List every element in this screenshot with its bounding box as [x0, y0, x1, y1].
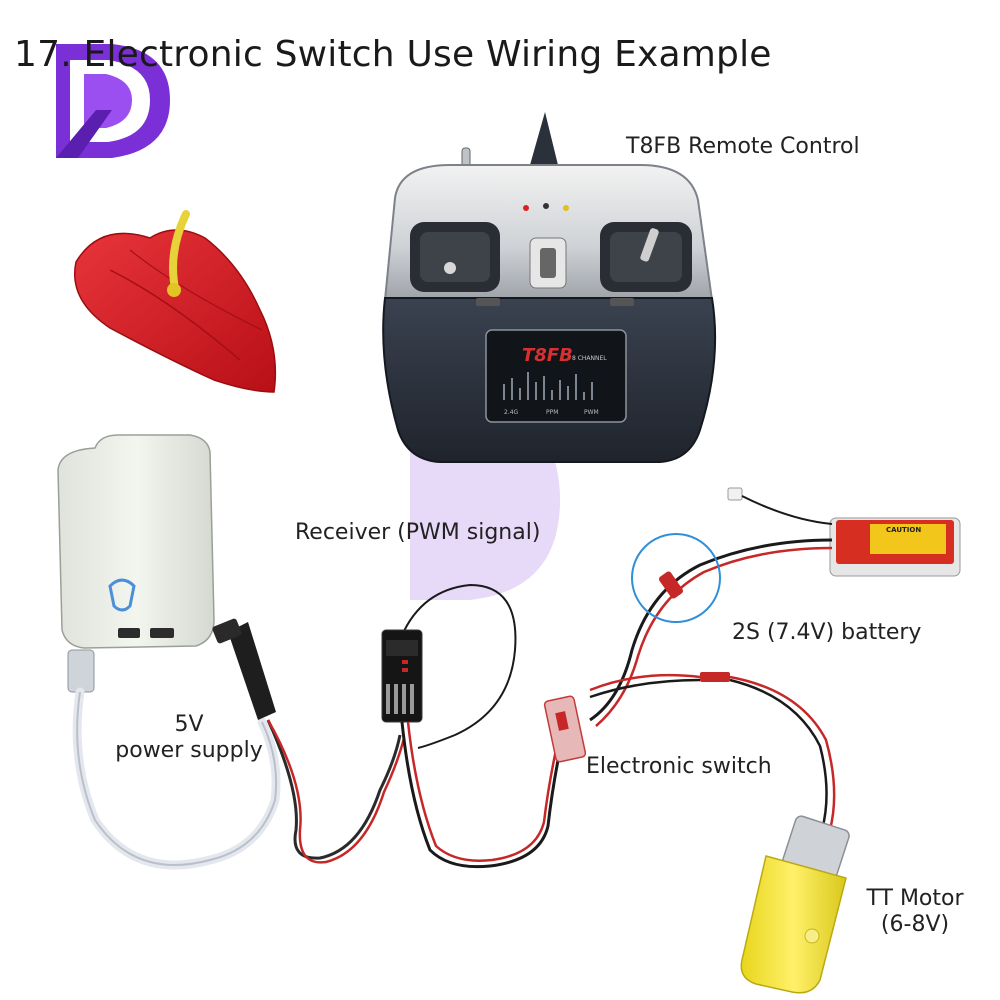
battery-wire-red	[595, 546, 833, 727]
label-power-supply: 5V power supply	[106, 712, 272, 764]
signal-wire-red	[406, 721, 558, 862]
label-receiver: Receiver (PWM signal)	[295, 520, 541, 545]
label-tt-motor: TT Motor (6-8V)	[846, 886, 984, 938]
wire-5v-black	[266, 719, 402, 860]
switch-out-red	[589, 673, 701, 692]
label-remote-control: T8FB Remote Control	[626, 134, 860, 159]
battery-connector	[658, 571, 684, 599]
motor-connector	[700, 672, 730, 682]
label-power-line1: 5V	[174, 712, 204, 737]
flower-image	[74, 210, 277, 393]
remote-mode-1: 2.4G	[504, 409, 519, 416]
electronic-switch-image	[543, 695, 587, 763]
connector-highlight-ring	[631, 533, 721, 623]
page-title: 17. Electronic Switch Use Wiring Example	[14, 34, 772, 75]
receiver-image	[381, 629, 423, 723]
switch-out-black	[589, 678, 701, 699]
motor-wire-black	[729, 678, 828, 831]
motor-wire-red	[729, 675, 836, 831]
receiver-antenna	[399, 583, 517, 749]
usb-cable	[67, 649, 281, 870]
wire-5v-red	[266, 719, 406, 864]
signal-wire-black	[400, 721, 562, 869]
power-plug	[212, 618, 276, 720]
remote-screen-channel: 8 CHANNEL	[572, 355, 607, 362]
label-motor-line2: (6-8V)	[880, 912, 950, 937]
label-motor-line1: TT Motor	[866, 886, 964, 911]
tt-motor-image	[740, 815, 850, 994]
remote-mode-2: PPM	[546, 409, 558, 416]
brand-logo	[56, 44, 170, 158]
remote-mode-3: PWM	[584, 409, 599, 416]
label-power-line2: power supply	[115, 738, 263, 763]
label-electronic-switch: Electronic switch	[586, 754, 772, 779]
remote-control-image: T8FB 8 CHANNEL 2.4G PPM PWM	[382, 112, 717, 463]
battery-image: CAUTION	[727, 487, 961, 577]
power-bank-image	[57, 434, 215, 649]
label-battery: 2S (7.4V) battery	[732, 620, 922, 645]
balance-lead	[741, 495, 833, 525]
battery-caution: CAUTION	[886, 526, 921, 534]
remote-screen-brand: T8FB	[522, 345, 573, 366]
